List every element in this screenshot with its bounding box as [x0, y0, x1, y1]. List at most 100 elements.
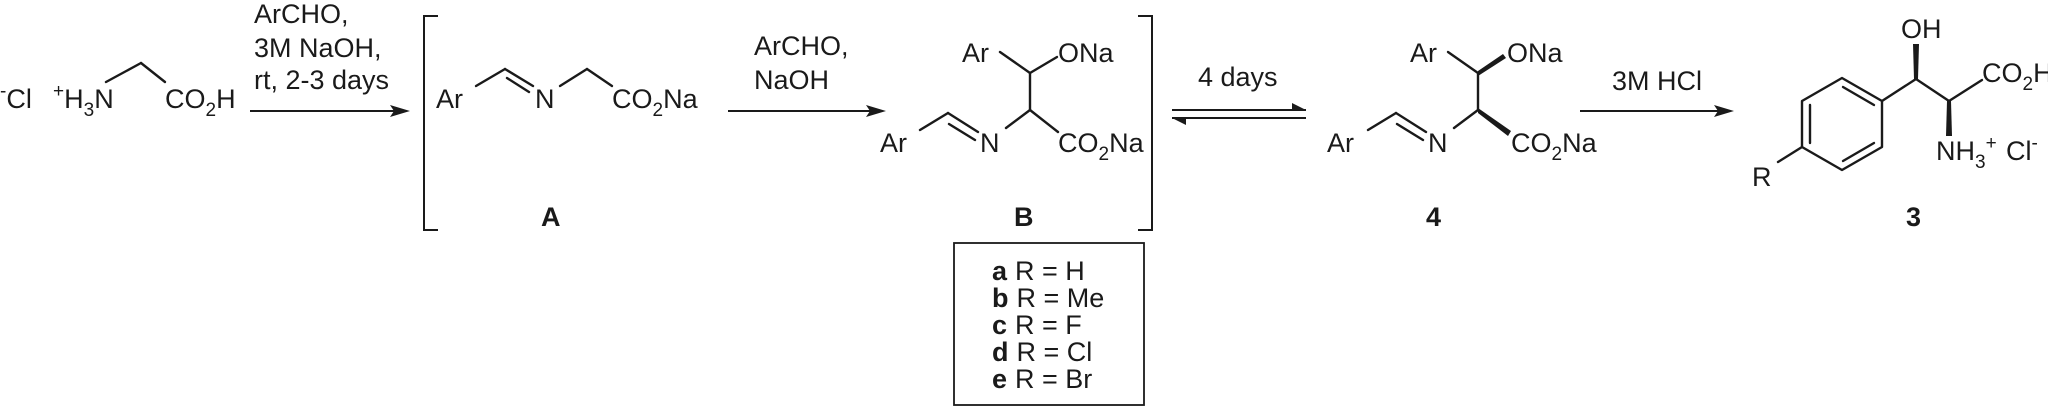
substituent-row: c R = F: [992, 310, 1082, 340]
a-bond-n-ch2: [558, 67, 589, 88]
a-ester-subscript: 2: [653, 100, 664, 121]
p4-bond-ar-c1: [1446, 50, 1480, 75]
b-ar-imine: Ar: [880, 128, 907, 158]
plus-superscript: +: [53, 81, 64, 102]
substituent-value: R = Cl: [1017, 337, 1093, 367]
p4-ester-subscript: 2: [1552, 144, 1563, 165]
substituent-letter: d: [992, 337, 1009, 367]
p4-bond-ch-ar: [1366, 111, 1398, 132]
glycine-bond-n-ch2: [104, 61, 143, 84]
p4-imine-n: N: [1428, 128, 1448, 158]
step2-line2: NaOH: [754, 65, 829, 95]
step3-arrow: [1580, 105, 1734, 117]
p3-amine-nh: NH: [1936, 136, 1975, 166]
p3-bond-ring-c1: [1880, 77, 1918, 103]
equilibrium-arrows: 4 days: [1172, 62, 1306, 125]
substituent-letter: e: [992, 364, 1007, 394]
a-bond-ar-ch: [474, 67, 507, 88]
p3-wedge-c1-oh: [1913, 44, 1919, 79]
p3-hydroxyl: OH: [1901, 14, 1942, 44]
label-b: B: [1014, 202, 1034, 232]
b-bond-c2-n: [1004, 108, 1032, 130]
svg-text:CO2H: CO2H: [165, 84, 236, 121]
substituent-row: e R = Br: [992, 364, 1092, 394]
b-double-bond-outer: [946, 111, 980, 134]
equilibrium-label: 4 days: [1198, 62, 1278, 92]
svg-text:CO2H: CO2H: [1982, 58, 2048, 95]
svg-text:-Cl: -Cl: [0, 81, 32, 114]
p3-acid-subscript: 2: [2023, 74, 2034, 95]
svg-text:CO2Na: CO2Na: [1058, 128, 1145, 165]
svg-text:NH3+: NH3+: [1936, 133, 1997, 173]
p4-wedge-c2-ester: [1478, 108, 1511, 136]
minus-superscript: -: [0, 81, 6, 102]
substituent-letter: a: [992, 256, 1008, 286]
right-bracket: [1138, 15, 1153, 231]
p3-acid-co: CO: [1982, 58, 2023, 88]
ammonium-h-label: H: [64, 84, 84, 114]
substituent-letter: c: [992, 310, 1007, 340]
intermediate-a: Ar N CO2Na A: [436, 67, 699, 232]
p3-plus-superscript: +: [1986, 133, 1997, 154]
b-ar-top: Ar: [962, 38, 989, 68]
substituent-value: R = Br: [1015, 364, 1092, 394]
substituent-table-box: [953, 242, 1145, 406]
a-bond-ch2-c: [585, 67, 614, 88]
substituent-value: R = H: [1015, 256, 1085, 286]
acid-h-label: H: [216, 84, 236, 114]
svg-text:+H3N: +H3N: [53, 81, 114, 121]
svg-text:CO2Na: CO2Na: [1511, 128, 1598, 165]
product-4: Ar ONa N Ar CO2Na 4: [1327, 38, 1598, 232]
a-imine-n: N: [535, 84, 555, 114]
step3-label: 3M HCl: [1612, 66, 1702, 96]
p3-bond-ring-r: [1776, 145, 1804, 164]
p3-substituent-r: R: [1752, 162, 1772, 192]
p3-bond-c1-c2: [1914, 77, 1951, 103]
substituent-value: R = F: [1015, 310, 1082, 340]
p3-wedge-c2-nh3: [1946, 101, 1952, 136]
substituent-row: d R = Cl: [992, 337, 1092, 367]
a-double-bond-inner: [505, 76, 531, 94]
p4-ester-na: Na: [1562, 128, 1597, 158]
label-3: 3: [1906, 202, 1921, 232]
acid-co-label: CO: [165, 84, 206, 114]
p4-wedge-c1-o: [1478, 54, 1506, 76]
b-bond-c2-ester: [1028, 108, 1060, 134]
step3-conditions: 3M HCl: [1612, 66, 1702, 96]
p4-ar-top: Ar: [1410, 38, 1437, 68]
b-alkoxide: ONa: [1058, 38, 1115, 68]
p4-ester-co: CO: [1511, 128, 1552, 158]
p4-ar-imine: Ar: [1327, 128, 1354, 158]
intermediate-b: Ar ONa N Ar CO2Na B: [880, 38, 1145, 232]
b-bond-c1-o: [1028, 55, 1059, 75]
p4-alkoxide: ONa: [1507, 38, 1564, 68]
label-4: 4: [1426, 202, 1441, 232]
b-ester-na: Na: [1109, 128, 1144, 158]
a-ar-label: Ar: [436, 84, 463, 114]
p4-bond-c2-n: [1452, 108, 1480, 130]
step1-line1: ArCHO,: [254, 0, 349, 29]
b-double-bond-inner: [947, 122, 977, 142]
a-ester-co: CO: [612, 84, 653, 114]
step2-line1: ArCHO,: [754, 31, 849, 61]
b-bond-ar-c1: [998, 50, 1032, 75]
a-double-bond-outer: [503, 67, 535, 88]
step2-arrow: [728, 105, 886, 117]
b-ester-subscript: 2: [1099, 144, 1110, 165]
ammonium-n-label: N: [94, 84, 114, 114]
p3-ring-double-1: [1841, 85, 1876, 107]
starting-material-glycine-hcl: -Cl +H3N CO2H: [0, 61, 236, 121]
b-imine-n: N: [980, 128, 1000, 158]
product-3: R OH CO2H NH3+ Cl- 3: [1752, 14, 2048, 232]
p4-double-bond-inner: [1395, 122, 1425, 142]
p3-ring-double-2: [1841, 141, 1876, 163]
glycine-bond-ch2-c: [139, 61, 167, 84]
svg-text:Cl-: Cl-: [2006, 133, 2038, 166]
chloride-label: Cl: [6, 84, 32, 114]
p3-chloride: Cl: [2006, 136, 2032, 166]
label-a: A: [541, 202, 561, 232]
